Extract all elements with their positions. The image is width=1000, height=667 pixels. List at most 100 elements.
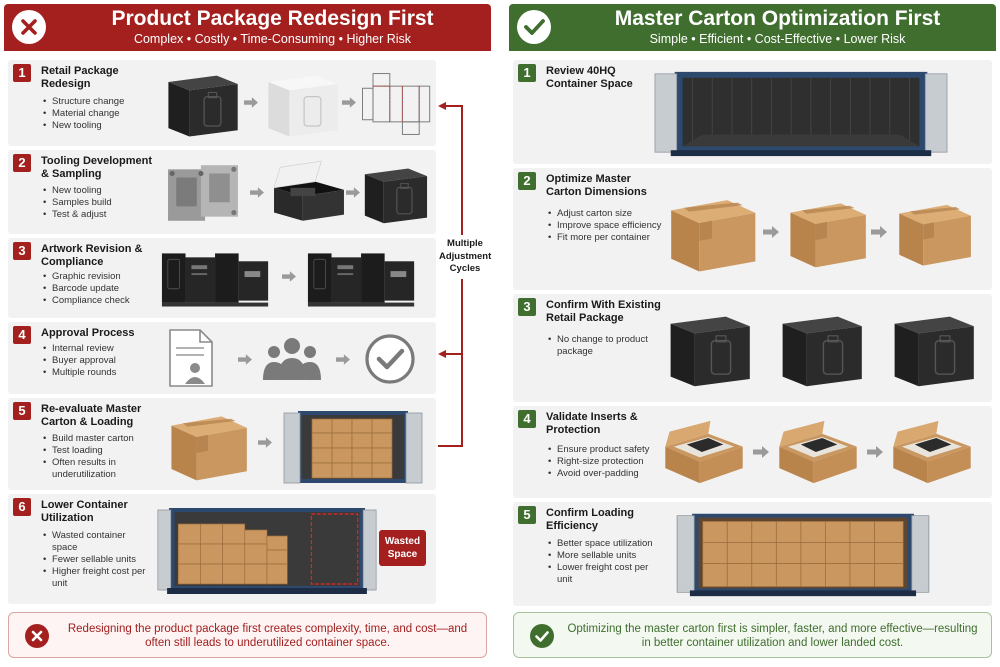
step-number: 4 [13,326,31,344]
bullet: Better space utilization [545,538,665,550]
bullet: Wasted container space [40,530,152,554]
empty-40hq-container [653,66,949,160]
bullet: Improve space efficiency [545,220,665,232]
carton-resize-illustration [661,182,981,282]
fully-loaded-container [675,508,931,600]
right-step-3: 3 Confirm With Existing Retail Package N… [513,294,992,402]
bullet: New tooling [40,185,152,197]
left-title: Product Package Redesign First [111,7,434,30]
bullet: Material change [40,108,152,120]
cycle-label: Multiple Adjustment Cycles [439,235,491,279]
step-title: Retail Package Redesign [41,65,119,90]
x-circle-icon [25,624,49,648]
left-subtitle: Complex • Costly • Time-Consuming • High… [133,32,412,46]
wasted-space-badge: Wasted Space [379,530,426,566]
left-step-5: 5 Re-evaluate Master Carton & Loading Bu… [8,398,436,490]
bullet: Barcode update [40,283,152,295]
bullet: Right-size protection [545,456,665,468]
step-bullets: No change to product package [545,334,665,358]
bullet: No change to product package [545,334,665,358]
bullet: Buyer approval [40,355,152,367]
step-number: 3 [13,242,31,260]
left-step-2: 2 Tooling Development & Sampling New too… [8,150,436,234]
step-title: Approval Process [41,327,135,339]
step-title: Artwork Revision & Compliance [41,243,143,268]
bullet: Graphic revision [40,271,152,283]
step-title: Confirm With Existing Retail Package [546,299,661,324]
left-footer-text: Redesigning the product package first cr… [67,623,468,649]
bullet: Higher freight cost per unit [40,566,152,590]
bullet: Multiple rounds [40,367,152,379]
right-step-2: 2 Optimize Master Carton Dimensions Adju… [513,168,992,290]
step-5-illustration [152,401,436,487]
right-step-1: 1 Review 40HQ Container Space [513,60,992,164]
people-icon [263,338,321,380]
step-title: Optimize Master Carton Dimensions [546,173,647,198]
right-header: Master Carton Optimization First Simple … [509,4,996,51]
bullet: Fewer sellable units [40,554,152,566]
carton-first-panel: Master Carton Optimization First Simple … [509,4,996,663]
redesign-first-panel: Product Package Redesign First Complex •… [4,4,491,663]
step-bullets: Adjust carton size Improve space efficie… [545,208,665,244]
step-bullets: Structure change Material change New too… [40,96,152,132]
step-title: Validate Inserts & Protection [546,411,638,436]
bullet: Structure change [40,96,152,108]
left-header: Product Package Redesign First Complex •… [4,4,491,51]
document-icon [169,329,213,387]
check-circle-icon [530,624,554,648]
step-title: Review 40HQ Container Space [546,65,633,90]
right-step-4: 4 Validate Inserts & Protection Ensure p… [513,406,992,498]
step-3-illustration [152,241,436,315]
step-number: 2 [13,154,31,172]
left-step-6: 6 Lower Container Utilization Wasted con… [8,494,436,604]
step-number: 1 [13,64,31,82]
bullet: Compliance check [40,295,152,307]
step-title: Re-evaluate Master Carton & Loading [41,403,142,428]
step-number: 5 [518,506,536,524]
bullet: Lower freight cost per unit [545,562,665,586]
bullet: Avoid over-padding [545,468,665,480]
bullet: Build master carton [40,433,152,445]
insert-protection-illustration [661,410,981,494]
step-bullets: Wasted container space Fewer sellable un… [40,530,152,590]
left-step-1: 1 Retail Package Redesign Structure chan… [8,60,436,146]
step-title: Tooling Development & Sampling [41,155,153,180]
bullet: Fit more per container [545,232,665,244]
bullet: New tooling [40,120,152,132]
bullet: Ensure product safety [545,444,665,456]
check-circle-icon [365,334,415,384]
bullet: More sellable units [545,550,665,562]
step-number: 1 [518,64,536,82]
bullet: Internal review [40,343,152,355]
step-1-illustration [152,63,436,143]
x-circle-icon [12,10,46,44]
bullet: Samples build [40,197,152,209]
right-footer-text: Optimizing the master carton first is si… [567,623,978,649]
container-wasted-space [156,502,378,598]
step-number: 5 [13,402,31,420]
bullet: Test loading [40,445,152,457]
step-bullets: Internal review Buyer approval Multiple … [40,343,152,379]
step-bullets: Ensure product safety Right-size protect… [545,444,665,480]
step-bullets: Build master carton Test loading Often r… [40,433,152,481]
step-bullets: New tooling Samples build Test & adjust [40,185,152,221]
right-title: Master Carton Optimization First [614,7,941,30]
right-step-5: 5 Confirm Loading Efficiency Better spac… [513,502,992,606]
step-4-illustration [152,324,436,392]
bullet: Adjust carton size [545,208,665,220]
bullet: Test & adjust [40,209,152,221]
step-number: 4 [518,410,536,428]
check-circle-icon [517,10,551,44]
step-2-illustration [152,153,436,231]
step-bullets: Graphic revision Barcode update Complian… [40,271,152,307]
bullet: Often results in underutilization [40,457,152,481]
left-footer: Redesigning the product package first cr… [8,612,487,658]
step-title: Confirm Loading Efficiency [546,507,634,532]
left-step-3: 3 Artwork Revision & Compliance Graphic … [8,238,436,318]
step-number: 3 [518,298,536,316]
right-subtitle: Simple • Efficient • Cost-Effective • Lo… [649,32,906,46]
step-title: Lower Container Utilization [41,499,128,524]
retail-package-illustration [661,300,981,398]
left-step-4: 4 Approval Process Internal review Buyer… [8,322,436,394]
right-footer: Optimizing the master carton first is si… [513,612,992,658]
